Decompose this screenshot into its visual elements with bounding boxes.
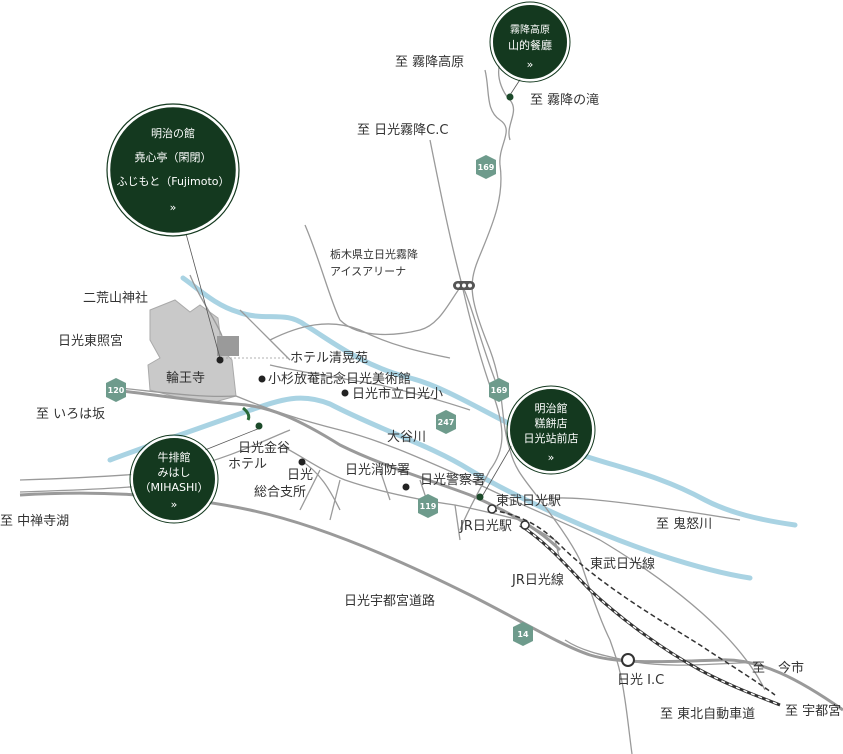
meiji-point (216, 356, 224, 364)
mihashi-point (255, 422, 263, 430)
to-imaichi-label: 至 今市 (752, 660, 804, 676)
kirifuri-badge-line2: 山的餐廳 (508, 38, 552, 52)
jr-line-label: JR日光線 (511, 572, 564, 588)
main-roads (19, 388, 843, 712)
kirifuri-falls-label: 至 霧降の滝 (530, 93, 599, 108)
jr-station-label: JR日光駅 (459, 519, 512, 534)
kanaya-point (298, 458, 306, 466)
meiji-badge-more: » (170, 201, 177, 214)
police-point (402, 483, 410, 491)
route-169a-shield: 169 (476, 155, 496, 179)
jr-line-track (519, 523, 781, 707)
svg-text:14: 14 (517, 630, 529, 639)
kanaya-label-2: ホテル (228, 457, 267, 472)
kirifuri-badge-more: » (527, 58, 534, 71)
ice-arena-label-1: 栃木県立日光霧降 (330, 247, 418, 261)
nikko-ic-label: 日光 I.C (617, 673, 664, 688)
ekimae-point (476, 493, 484, 501)
tobu-station-marker (487, 504, 497, 514)
bridge-marker (242, 406, 251, 421)
kosugi-point (258, 375, 266, 383)
nikko-ic-marker (621, 653, 635, 667)
to-chuzenji-label: 至 中禅寺湖 (0, 514, 69, 529)
utsunomiya-road-label: 日光宇都宮道路 (344, 593, 435, 609)
tobu-line-track (491, 509, 776, 696)
toshogu-block (217, 336, 239, 356)
kanaya-label-1: 日光金谷 (238, 440, 290, 456)
ekimae-shop-badge[interactable]: 明治館 糕餅店 日光站前店 » (506, 385, 596, 475)
svg-text:120: 120 (108, 386, 125, 395)
futarasan-label: 二荒山神社 (83, 290, 148, 306)
route-120-shield: 120 (106, 378, 126, 402)
fire-station-label: 日光消防署 (345, 462, 410, 478)
ekimae-badge-more: » (548, 451, 555, 464)
svg-text:169: 169 (478, 163, 495, 172)
route-119-shield: 119 (418, 494, 438, 518)
rinnoji-label: 輪王寺 (166, 370, 205, 386)
ekimae-badge-line3: 日光站前店 (524, 431, 579, 445)
route-247-shield: 247 (436, 410, 456, 434)
tobu-station-label: 東武日光駅 (496, 493, 561, 509)
mihashi-badge-line2: みはし (158, 466, 191, 479)
police-label: 日光警察署 (420, 472, 485, 488)
branch-label-1: 日光 (287, 468, 313, 483)
svg-text:119: 119 (420, 502, 437, 511)
kirifuri-point (506, 93, 514, 101)
route-14-shield: 14 (513, 622, 533, 646)
kirifuri-badge-line1: 霧降高原 (510, 23, 550, 36)
to-kirifuri-cc-label: 至 日光霧降C.C (357, 123, 448, 138)
elementary-point (341, 389, 349, 397)
to-kirifuri-kogen-label: 至 霧降高原 (395, 54, 464, 70)
oya-river (180, 275, 798, 528)
badge-leaders (184, 71, 526, 501)
mihashi-badge[interactable]: 牛排館 みはし （MIHASHI） » (129, 434, 219, 524)
meiji-badge-line3: ふじもと（Fujimoto） (116, 175, 229, 188)
meiji-badge-line2: 堯心亭（閑閉） (135, 150, 212, 164)
kosugi-label: 小杉放菴記念日光美術館 (268, 371, 411, 387)
svg-text:169: 169 (491, 386, 508, 395)
oya-river-label: 大谷川 (387, 430, 426, 445)
to-tohoku-exp-label: 至 東北自動車道 (660, 706, 755, 722)
mihashi-badge-more: » (171, 498, 178, 511)
mihashi-badge-line1: 牛排館 (158, 450, 191, 464)
mihashi-badge-line3: （MIHASHI） (139, 481, 208, 494)
route-169b-shield: 169 (489, 378, 509, 402)
daiya-river (107, 395, 753, 581)
elementary-label: 日光市立日光小 (352, 386, 443, 402)
svg-text:247: 247 (438, 418, 455, 427)
kirifuri-restaurant-badge[interactable]: 霧降高原 山的餐廳 » (489, 1, 571, 83)
jr-station-marker (520, 520, 530, 530)
tunnel-icon (453, 281, 475, 290)
branch-label-2: 総合支所 (254, 485, 306, 500)
hotel-seikoen-label: ホテル清晃苑 (290, 351, 368, 366)
meiji-badge-line1: 明治の館 (151, 126, 195, 140)
to-kinugawa-label: 至 鬼怒川 (656, 516, 712, 532)
toshogu-label: 日光東照宮 (58, 333, 123, 349)
tobu-line-label: 東武日光線 (590, 556, 655, 572)
to-irohazaka-label: 至 いろは坂 (36, 407, 105, 422)
meiji-no-yakata-badge[interactable]: 明治の館 堯心亭（閑閉） ふじもと（Fujimoto） » (106, 103, 240, 237)
ice-arena-label-2: アイスアリーナ (330, 265, 406, 278)
ekimae-badge-line2: 糕餅店 (535, 416, 568, 430)
to-utsunomiya-label: 至 宇都宮 (785, 703, 841, 719)
ekimae-badge-line1: 明治館 (535, 401, 568, 415)
